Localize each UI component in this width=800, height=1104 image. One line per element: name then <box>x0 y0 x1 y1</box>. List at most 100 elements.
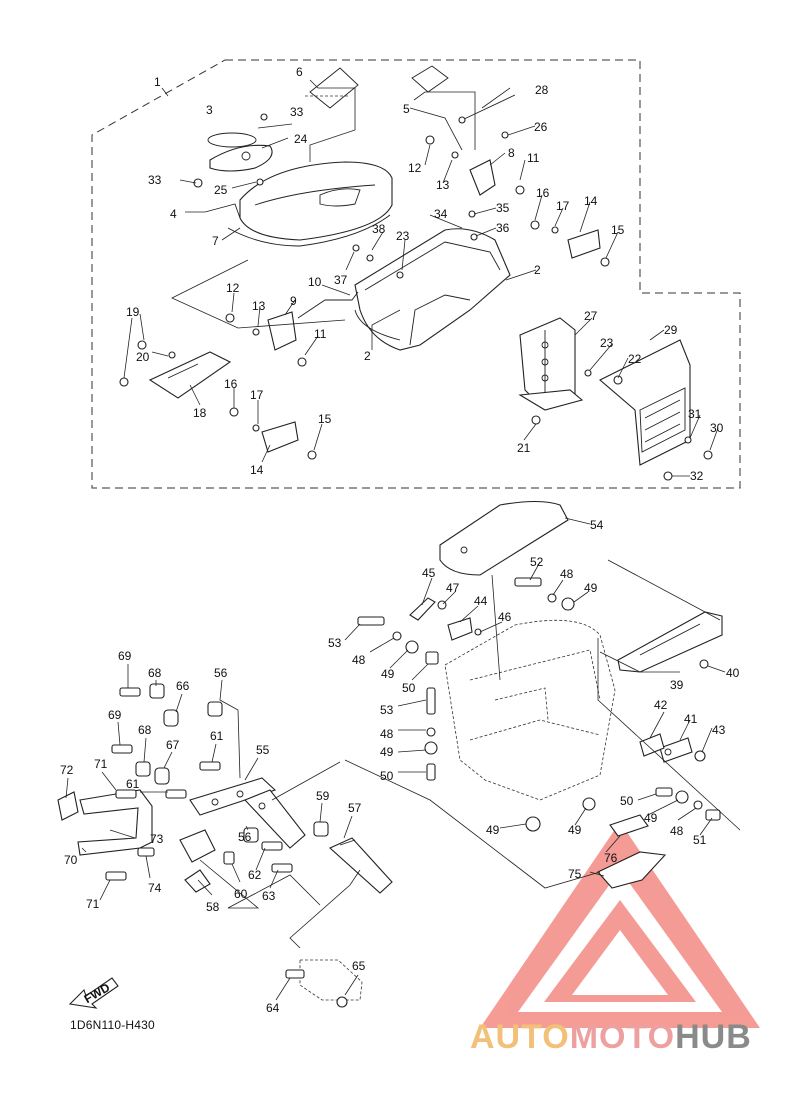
callout-1: 1 <box>154 75 161 89</box>
callout-35: 35 <box>496 201 510 215</box>
callout-17: 17 <box>250 388 264 402</box>
callout-44: 44 <box>474 594 488 608</box>
callout-25: 25 <box>214 183 228 197</box>
callout-68: 68 <box>148 666 162 680</box>
callout-17: 17 <box>556 199 570 213</box>
callout-69: 69 <box>108 708 122 722</box>
part-sheet-6 <box>305 67 359 109</box>
callout-43: 43 <box>712 723 726 737</box>
callout-19: 19 <box>126 305 140 319</box>
callout-57: 57 <box>348 801 362 815</box>
callout-15: 15 <box>318 412 332 426</box>
callout-71: 71 <box>94 757 108 771</box>
callout-10: 10 <box>308 275 322 289</box>
callout-71: 71 <box>86 897 100 911</box>
part-stay-58 <box>179 829 216 893</box>
callout-41: 41 <box>684 712 698 726</box>
part-bracket-27 <box>518 317 584 411</box>
callout-53: 53 <box>380 703 394 717</box>
part-plate-41 <box>659 737 693 763</box>
callout-38: 38 <box>372 222 386 236</box>
callout-26: 26 <box>534 120 548 134</box>
watermark-part-3: HUB <box>675 1018 752 1056</box>
part-stay-65 <box>299 959 363 1008</box>
callout-34: 34 <box>434 207 448 221</box>
part-plate-3 <box>207 132 257 148</box>
callout-14: 14 <box>584 194 598 208</box>
callout-6: 6 <box>296 65 303 79</box>
callout-24: 24 <box>294 132 308 146</box>
callout-21: 21 <box>517 441 531 455</box>
callout-62: 62 <box>248 868 262 882</box>
callout-59: 59 <box>316 789 330 803</box>
callout-74: 74 <box>148 881 162 895</box>
watermark-wordmark: AUTOMOTOHUB <box>470 1018 752 1057</box>
callout-2: 2 <box>364 349 371 363</box>
callout-61: 61 <box>210 729 224 743</box>
part-emblem-24 <box>209 144 273 172</box>
callout-69: 69 <box>118 649 132 663</box>
callout-2: 2 <box>534 263 541 277</box>
callout-51: 51 <box>693 833 707 847</box>
part-link-44 <box>447 617 473 641</box>
callout-48: 48 <box>670 824 684 838</box>
callout-4: 4 <box>170 207 177 221</box>
part-lock-8 <box>469 159 496 196</box>
callout-9: 9 <box>290 294 297 308</box>
callout-66: 66 <box>176 679 190 693</box>
callout-31: 31 <box>688 407 702 421</box>
callout-46: 46 <box>498 610 512 624</box>
watermark-part-1: AUTO <box>470 1018 570 1056</box>
part-bracket-18 <box>148 351 232 399</box>
callout-22: 22 <box>628 352 642 366</box>
part-seal-4 <box>204 203 241 219</box>
upper-fasteners <box>119 113 713 481</box>
callout-48: 48 <box>352 653 366 667</box>
callout-32: 32 <box>690 469 704 483</box>
callout-37: 37 <box>334 273 348 287</box>
callout-13: 13 <box>252 299 266 313</box>
callout-42: 42 <box>654 698 668 712</box>
callout-49: 49 <box>568 823 582 837</box>
part-bracket-75 <box>597 851 667 889</box>
callout-8: 8 <box>508 146 515 160</box>
part-bracket-76 <box>609 814 649 837</box>
callout-65: 65 <box>352 959 366 973</box>
callout-61: 61 <box>126 777 140 791</box>
callout-68: 68 <box>138 723 152 737</box>
callout-47: 47 <box>446 581 460 595</box>
diagram-reference-code: 1D6N110-H430 <box>70 1018 155 1032</box>
callout-7: 7 <box>212 234 219 248</box>
part-bracket-14-lower <box>261 421 299 453</box>
callout-33: 33 <box>148 173 162 187</box>
part-cover-54 <box>439 500 569 576</box>
callout-49: 49 <box>584 581 598 595</box>
callout-16: 16 <box>536 186 550 200</box>
lower-right-leaders <box>344 517 741 889</box>
callout-55: 55 <box>256 743 270 757</box>
part-stay-55 <box>189 777 306 849</box>
part-bracket-14-upper <box>567 229 601 259</box>
callout-49: 49 <box>380 745 394 759</box>
part-lid-7 <box>227 161 393 247</box>
callout-12: 12 <box>226 281 240 295</box>
callout-50: 50 <box>620 794 634 808</box>
callout-48: 48 <box>560 567 574 581</box>
callout-49: 49 <box>381 667 395 681</box>
callout-58: 58 <box>206 900 220 914</box>
callout-3: 3 <box>206 103 213 117</box>
callout-53: 53 <box>328 636 342 650</box>
callout-75: 75 <box>568 867 582 881</box>
upper-leaders <box>123 79 719 477</box>
callout-60: 60 <box>234 887 248 901</box>
callout-29: 29 <box>664 323 678 337</box>
callout-45: 45 <box>422 566 436 580</box>
callout-18: 18 <box>193 406 207 420</box>
callout-14: 14 <box>250 463 264 477</box>
part-plate-72 <box>57 791 79 821</box>
callout-52: 52 <box>530 555 544 569</box>
part-case-2 <box>354 228 511 351</box>
callout-76: 76 <box>604 851 618 865</box>
